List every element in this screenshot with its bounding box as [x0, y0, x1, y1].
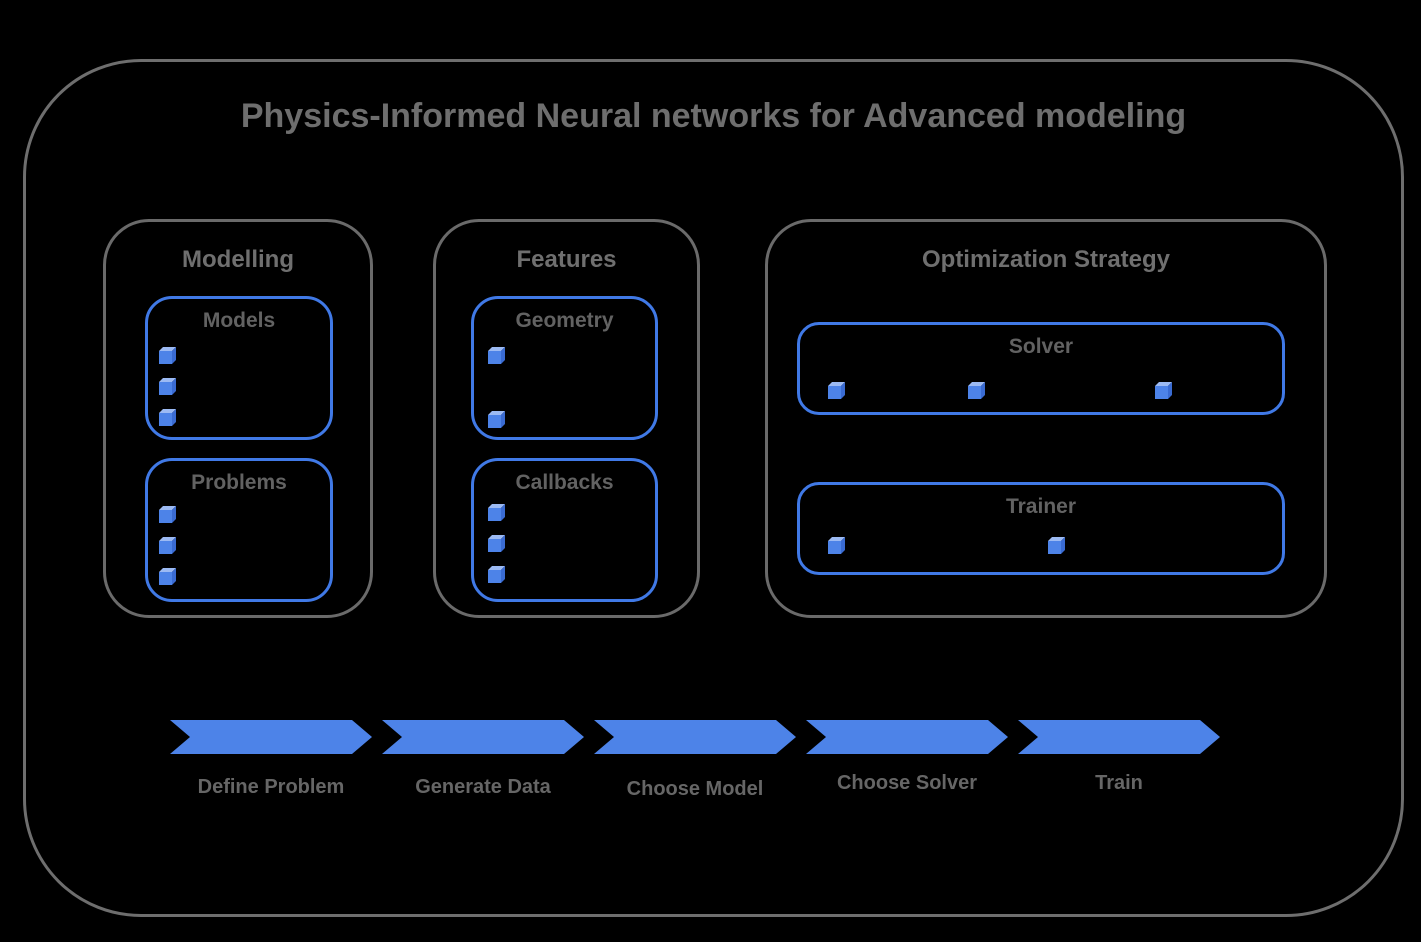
pipeline-step-label-choose-solver: Choose Solver — [836, 772, 978, 794]
cube-icon — [488, 566, 505, 583]
box-callbacks: Callbacks — [471, 458, 658, 602]
box-geometry-bullets — [488, 347, 505, 428]
pipeline-arrow-segment-define-problem — [170, 720, 372, 754]
box-callbacks-bullets — [488, 504, 505, 583]
section-features-title: Features — [516, 246, 617, 273]
box-problems-bullets — [159, 506, 176, 585]
cube-icon — [159, 347, 176, 364]
pipeline-step-label-choose-model: Choose Model — [626, 778, 764, 800]
cube-icon — [1048, 537, 1065, 554]
pipeline-arrow-segment-choose-model — [594, 720, 796, 754]
pipeline-arrow-segment-generate-data — [382, 720, 584, 754]
cube-icon — [1155, 382, 1172, 399]
box-problems: Problems — [145, 458, 333, 602]
cube-icon — [828, 382, 845, 399]
box-trainer-title: Trainer — [1005, 495, 1077, 518]
cube-icon — [159, 568, 176, 585]
box-solver: Solver — [797, 322, 1285, 415]
box-models-bullets — [159, 347, 176, 426]
cube-icon — [159, 537, 176, 554]
pipeline-arrow-segment-train — [1018, 720, 1220, 754]
pipeline-step-label-define-problem: Define Problem — [197, 776, 345, 798]
pipeline-arrow-segment-choose-solver — [806, 720, 1008, 754]
section-optimization-strategy: Optimization Strategy — [765, 219, 1327, 618]
section-features: Features — [433, 219, 700, 618]
cube-icon — [488, 535, 505, 552]
box-geometry: Geometry — [471, 296, 658, 440]
section-optimization-strategy-title: Optimization Strategy — [921, 246, 1171, 273]
cube-icon — [488, 411, 505, 428]
box-callbacks-title: Callbacks — [515, 471, 614, 494]
pipeline-arrow — [170, 720, 1220, 754]
cube-icon — [159, 378, 176, 395]
cube-icon — [159, 506, 176, 523]
cube-icon — [488, 347, 505, 364]
cube-icon — [159, 409, 176, 426]
box-models: Models — [145, 296, 333, 440]
cube-icon — [488, 504, 505, 521]
diagram-outer-frame — [23, 59, 1404, 917]
pipeline-step-label-train: Train — [1095, 772, 1143, 794]
cube-icon — [828, 537, 845, 554]
box-solver-bullets — [800, 382, 1282, 399]
box-solver-title: Solver — [1008, 335, 1074, 358]
box-geometry-title: Geometry — [515, 309, 614, 332]
box-trainer-bullets — [800, 537, 1282, 554]
section-modelling: Modelling — [103, 219, 373, 618]
cube-icon — [968, 382, 985, 399]
section-modelling-title: Modelling — [182, 246, 294, 273]
box-trainer: Trainer — [797, 482, 1285, 575]
box-models-title: Models — [202, 309, 276, 332]
diagram-title: Physics-Informed Neural networks for Adv… — [240, 97, 1187, 135]
pipeline-step-labels: Define Problem Generate Data Choose Mode… — [170, 771, 1220, 800]
pipeline-step-label-generate-data: Generate Data — [415, 776, 551, 798]
box-problems-title: Problems — [191, 471, 287, 494]
